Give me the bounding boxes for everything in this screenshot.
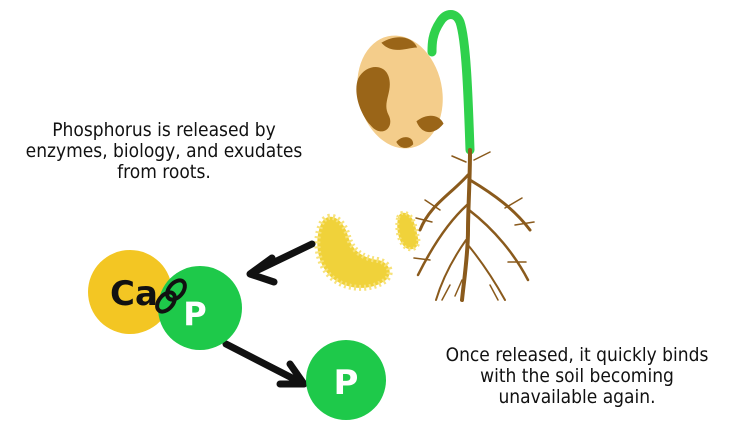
- bound-phosphorus-label: P: [183, 295, 206, 333]
- microbe-large: [317, 217, 389, 288]
- binding-arrow: [226, 344, 304, 384]
- root-system: [414, 150, 534, 300]
- calcium-label: Ca: [110, 274, 158, 314]
- bound-calcium-phosphate: Ca P: [88, 250, 242, 350]
- free-phosphorus-ion: P: [306, 340, 386, 420]
- seedling-illustration: [346, 15, 534, 301]
- release-arrow: [250, 244, 312, 282]
- free-phosphorus-label: P: [334, 363, 359, 403]
- microbe-small: [397, 213, 418, 249]
- seed: [346, 28, 453, 157]
